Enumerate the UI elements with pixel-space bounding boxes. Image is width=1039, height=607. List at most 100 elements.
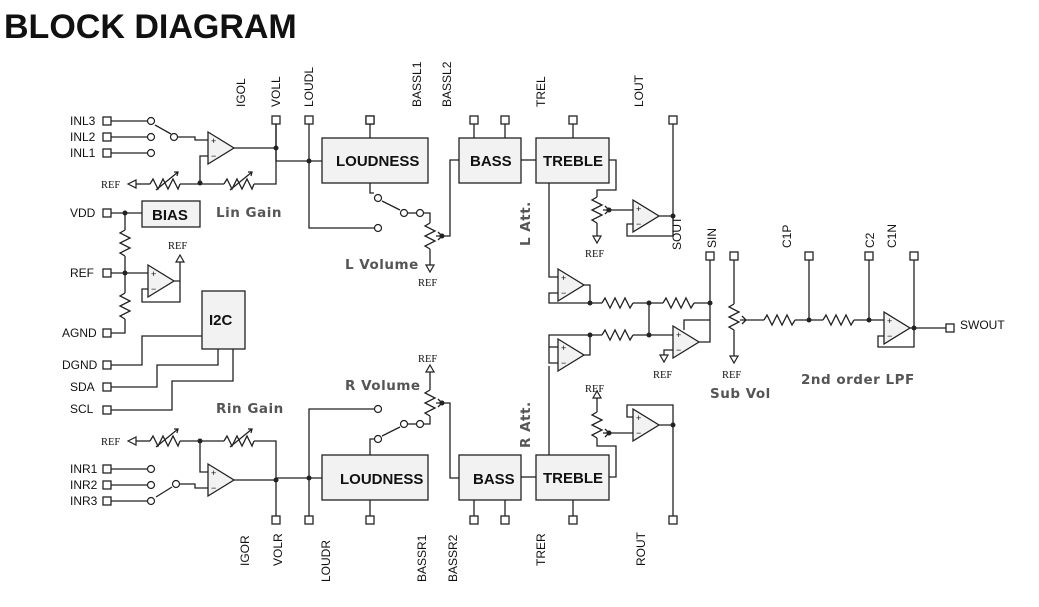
ref-label-mix: REF xyxy=(653,370,672,381)
ref-label-sub: REF xyxy=(722,370,741,381)
lpf-label: 2nd order LPF xyxy=(801,372,915,388)
label-c2: C2 xyxy=(863,232,877,248)
pin-c1n xyxy=(909,251,919,261)
label-inr3: INR3 xyxy=(70,494,98,508)
ref-label-rin: REF xyxy=(101,437,120,448)
label-inl2: INL2 xyxy=(70,130,96,144)
pin-inl1 xyxy=(102,148,112,158)
r-att-label: R Att. xyxy=(518,401,534,448)
label-vdd: VDD xyxy=(70,206,96,220)
label-bassr1: BASSR1 xyxy=(415,534,429,582)
treble-r-block xyxy=(535,454,610,501)
ref-label-lvol: REF xyxy=(418,278,437,289)
pin-inl3 xyxy=(102,116,112,126)
bass-r-label: BASS xyxy=(473,471,515,488)
label-sda: SDA xyxy=(70,380,95,394)
label-sin: SIN xyxy=(705,228,719,248)
pin-rout xyxy=(668,515,678,525)
right-input-section: Rin Gain REF INR1 INR2 INR3 IGOR VOLR xyxy=(70,401,285,566)
pin-c1p xyxy=(804,251,814,261)
label-igol: IGOL xyxy=(234,78,248,107)
pin-loudl-top xyxy=(365,115,375,125)
pin-trel xyxy=(568,115,578,125)
pin-voll xyxy=(271,115,281,125)
lin-gain-label: Lin Gain xyxy=(216,205,282,221)
pin-volr xyxy=(271,515,281,525)
bias-section: VDD BIAS REF REF AGND I2C DGND SDA SCL xyxy=(62,200,246,416)
sub-lpf-section: REF C1P C2 C1N SWOUT Sub Vol 2nd order L… xyxy=(710,224,1005,402)
page-title: BLOCK DIAGRAM xyxy=(4,8,297,46)
pin-bassl2 xyxy=(500,115,510,125)
label-lout: LOUT xyxy=(632,74,646,107)
pin-dgnd xyxy=(102,360,112,370)
l-volume-label: L Volume xyxy=(345,257,419,273)
pin-scl xyxy=(102,405,112,415)
label-loudr: LOUDR xyxy=(319,540,333,582)
pin-loudr xyxy=(304,515,314,525)
label-inl3: INL3 xyxy=(70,114,96,128)
label-bassl2: BASSL2 xyxy=(440,61,454,107)
ref-label-bias: REF xyxy=(168,241,187,252)
loudness-l-block xyxy=(321,137,429,184)
pin-sda xyxy=(102,382,112,392)
label-swout: SWOUT xyxy=(960,318,1005,332)
label-loudl: LOUDL xyxy=(302,67,316,107)
label-inr2: INR2 xyxy=(70,478,98,492)
pin-loudl xyxy=(304,115,314,125)
pin-loudr-c xyxy=(365,515,375,525)
pin-ref xyxy=(102,268,112,278)
pin-inr2 xyxy=(102,480,112,490)
pin-swout xyxy=(945,323,955,333)
bias-label: BIAS xyxy=(152,207,188,224)
ref-label-rvol: REF xyxy=(418,354,437,365)
label-rout: ROUT xyxy=(634,531,648,566)
bass-r-block xyxy=(458,454,522,501)
label-c1n: C1N xyxy=(885,224,899,248)
left-volume-section: LOUDL LOUDNESS REF L Volume BASSL1 BASSL… xyxy=(275,61,459,289)
pin-inr3 xyxy=(102,496,112,506)
right-volume-section: R Volume REF LOUDNESS LOUDR BASSR1 BASSR… xyxy=(276,354,460,582)
pin-bassl1 xyxy=(469,115,479,125)
ref-label-lin: REF xyxy=(101,180,120,191)
treble-l-label: TREBLE xyxy=(543,153,603,170)
pin-trer xyxy=(568,515,578,525)
loudness-r-block xyxy=(321,454,429,501)
pin-bassr2 xyxy=(500,515,510,525)
pin-inr1 xyxy=(102,464,112,474)
label-trel: TREL xyxy=(534,76,548,107)
label-bassr2: BASSR2 xyxy=(446,534,460,582)
label-inl1: INL1 xyxy=(70,146,96,160)
l-att-label: L Att. xyxy=(518,201,534,246)
label-igor: IGOR xyxy=(238,535,252,566)
left-tone-section: BASS TREBLE TREL LOUT REF SOUT L Att. xyxy=(458,74,684,260)
rin-gain-label: Rin Gain xyxy=(216,401,284,417)
bias-block xyxy=(141,200,201,228)
bass-l-block xyxy=(458,137,522,184)
ref-label-latt: REF xyxy=(585,249,604,260)
label-scl: SCL xyxy=(70,402,94,416)
i2c-block xyxy=(201,290,246,350)
pin-subvol xyxy=(729,251,739,261)
sub-vol-label: Sub Vol xyxy=(710,386,771,402)
i2c-label: I2C xyxy=(209,312,233,329)
label-bassl1: BASSL1 xyxy=(410,61,424,107)
left-input-section: REF INL3 INL2 INL1 IGOL VOLL Lin Gain xyxy=(70,76,283,221)
treble-r-label: TREBLE xyxy=(543,470,603,487)
right-tone-section: BASS TREBLE TRER ROUT R Att. REF xyxy=(458,384,678,566)
label-volr: VOLR xyxy=(271,533,285,566)
label-agnd: AGND xyxy=(62,326,97,340)
pin-c2 xyxy=(864,251,874,261)
pin-bassr1 xyxy=(469,515,479,525)
pin-vdd xyxy=(102,208,112,218)
pin-sin xyxy=(705,251,715,261)
label-voll: VOLL xyxy=(269,76,283,107)
ref-label-ratt: REF xyxy=(585,384,604,395)
label-sout: SOUT xyxy=(670,216,684,250)
bass-l-label: BASS xyxy=(470,153,512,170)
pin-agnd xyxy=(102,328,112,338)
loudness-r-label: LOUDNESS xyxy=(340,471,423,488)
loudness-l-label: LOUDNESS xyxy=(336,153,419,170)
label-ref: REF xyxy=(70,266,94,280)
label-dgnd: DGND xyxy=(62,358,98,372)
